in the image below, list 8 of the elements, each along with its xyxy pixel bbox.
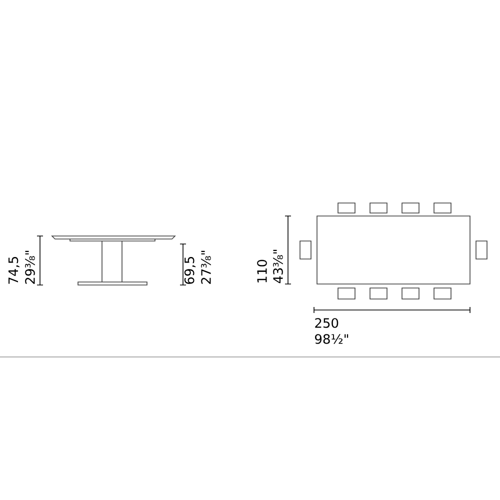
dimension-label: 43⅜"	[273, 250, 283, 284]
dimension-label: 110	[257, 260, 267, 282]
dimension-label: 29⅜"	[25, 250, 35, 284]
dimension-label: 250	[315, 318, 338, 328]
dimension-label: 74,5	[8, 257, 20, 284]
dimension-label: 69,5	[184, 257, 196, 284]
dimension-label: 98½"	[315, 334, 348, 344]
dimension-label: 27⅜"	[201, 250, 211, 284]
